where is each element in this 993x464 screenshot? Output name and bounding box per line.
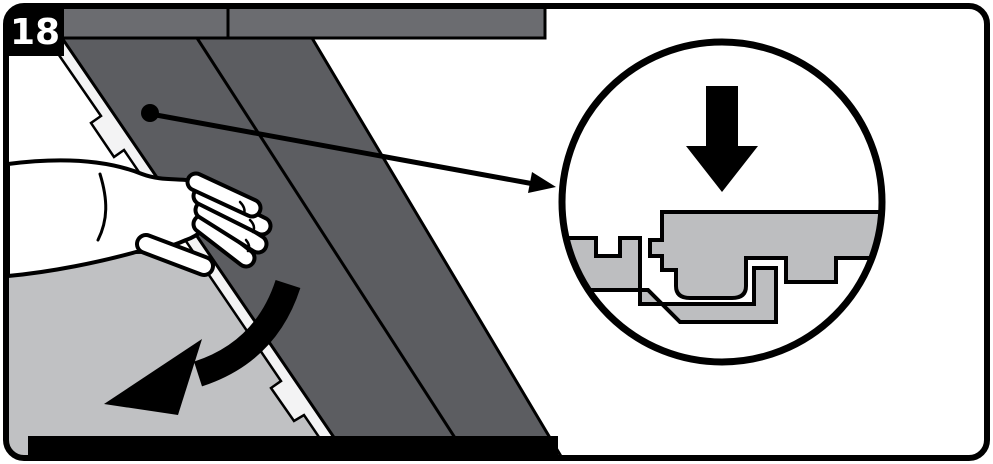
floor	[8, 248, 348, 458]
planks	[59, 36, 565, 458]
step-badge: 18	[6, 6, 64, 56]
callout-dot-icon	[141, 104, 159, 122]
callout-arrow-icon	[141, 104, 556, 193]
panel-border	[3, 3, 990, 461]
scene: 18	[6, 6, 886, 458]
finger-crease-3	[244, 238, 251, 253]
finger-crease-1	[238, 200, 246, 216]
plank-band	[59, 36, 565, 458]
step-number: 18	[10, 12, 60, 53]
wrist-crease	[96, 172, 108, 242]
lens-ring	[558, 38, 886, 366]
tongue-board-profile	[648, 210, 882, 300]
rotation-arrow-icon	[104, 279, 301, 415]
press-arrow-icon	[686, 86, 758, 192]
joint-cross-section	[562, 86, 882, 324]
plank-seam	[195, 37, 470, 458]
hand	[6, 158, 273, 278]
plank-tongue-edge	[50, 36, 350, 458]
finger-crease-2	[248, 218, 256, 234]
groove-board-profile	[562, 236, 778, 324]
bottom-strip	[28, 436, 558, 457]
detail-lens	[558, 38, 886, 366]
step-badge-box	[6, 6, 64, 56]
thumb	[135, 233, 215, 277]
wall-band	[6, 6, 547, 40]
wall	[6, 6, 547, 40]
